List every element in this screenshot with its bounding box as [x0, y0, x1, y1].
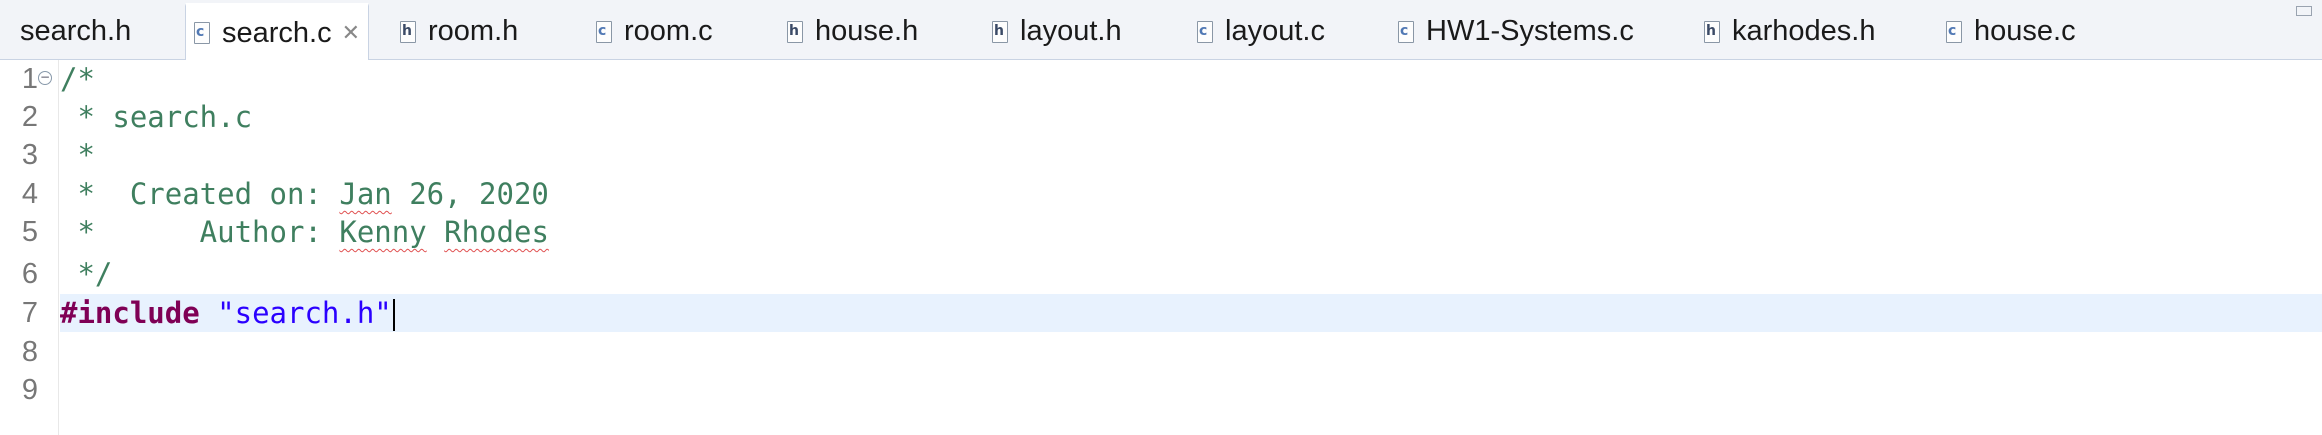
- tab-label: layout.c: [1225, 15, 1325, 47]
- line-number: 2: [21, 101, 38, 133]
- comment-text: 26, 2020: [391, 177, 549, 211]
- tab-label: house.h: [815, 15, 919, 47]
- code-editor[interactable]: 1 2 3 4 5 6 7 8 9 − /* * search.c * * Cr…: [0, 60, 2322, 435]
- minimize-icon[interactable]: [2296, 6, 2312, 16]
- code-line: /*: [60, 62, 95, 96]
- tab-label: room.h: [428, 15, 519, 47]
- line-number: 6: [21, 258, 38, 290]
- comment-text: * Created on:: [60, 177, 340, 211]
- code-line: * search.c: [60, 100, 253, 134]
- editor-tab-bar: search.h search.c ✕ room.h room.c house.…: [0, 0, 2322, 60]
- h-file-icon: [787, 20, 803, 43]
- c-file-icon: [596, 20, 612, 43]
- tab-label: layout.h: [1020, 15, 1122, 47]
- code-line-current: #include "search.h": [60, 294, 395, 332]
- tab-label: search.h: [20, 15, 132, 47]
- tab-label: karhodes.h: [1732, 15, 1876, 47]
- line-number: 5: [21, 216, 38, 248]
- h-file-icon: [992, 20, 1008, 43]
- close-tab-icon[interactable]: ✕: [341, 20, 361, 46]
- h-file-icon: [400, 20, 416, 43]
- code-line: */: [60, 257, 113, 291]
- tab-label: house.c: [1974, 15, 2076, 47]
- spellcheck-word: Jan: [339, 177, 392, 211]
- line-number: 3: [21, 139, 38, 171]
- line-number-gutter: 1 2 3 4 5 6 7 8 9 −: [0, 60, 59, 435]
- line-number: 1: [21, 63, 38, 95]
- tab-search-c[interactable]: search.c ✕: [185, 3, 370, 60]
- code-line: *: [60, 138, 95, 172]
- tab-layout-c[interactable]: layout.c: [1197, 4, 1325, 59]
- c-file-icon: [1946, 20, 1962, 43]
- c-file-icon: [1197, 20, 1213, 43]
- tab-search-h[interactable]: search.h: [20, 4, 131, 59]
- tab-house-h[interactable]: house.h: [787, 4, 918, 59]
- code-line: * Author: Kenny Rhodes: [60, 213, 549, 251]
- c-file-icon: [194, 22, 210, 44]
- preprocessor-keyword: #include: [60, 296, 200, 330]
- tab-room-h[interactable]: room.h: [400, 4, 518, 59]
- spellcheck-word: Rhodes: [444, 215, 549, 249]
- tab-layout-h[interactable]: layout.h: [992, 4, 1122, 59]
- tab-label: HW1-Systems.c: [1426, 15, 1634, 47]
- tab-room-c[interactable]: room.c: [596, 4, 713, 59]
- code-line: * Created on: Jan 26, 2020: [60, 175, 549, 213]
- comment-text: [427, 215, 444, 249]
- line-number: 8: [21, 336, 38, 368]
- space: [200, 296, 217, 330]
- tab-house-c[interactable]: house.c: [1946, 4, 2076, 59]
- comment-text: * Author:: [60, 215, 340, 249]
- line-number: 7: [21, 297, 38, 329]
- current-line-highlight: [60, 294, 2322, 332]
- line-number: 4: [21, 178, 38, 210]
- tab-karhodes-h[interactable]: karhodes.h: [1704, 4, 1876, 59]
- h-file-icon: [1704, 20, 1720, 43]
- line-number: 9: [21, 374, 38, 406]
- fold-collapse-icon[interactable]: −: [38, 70, 52, 85]
- tab-label: room.c: [624, 15, 713, 47]
- tab-hw1-systems-c[interactable]: HW1-Systems.c: [1398, 4, 1634, 59]
- text-caret: [392, 299, 395, 331]
- c-file-icon: [1398, 20, 1414, 43]
- tab-label: search.c: [222, 16, 332, 49]
- string-literal: "search.h": [217, 296, 392, 330]
- spellcheck-word: Kenny: [339, 215, 427, 249]
